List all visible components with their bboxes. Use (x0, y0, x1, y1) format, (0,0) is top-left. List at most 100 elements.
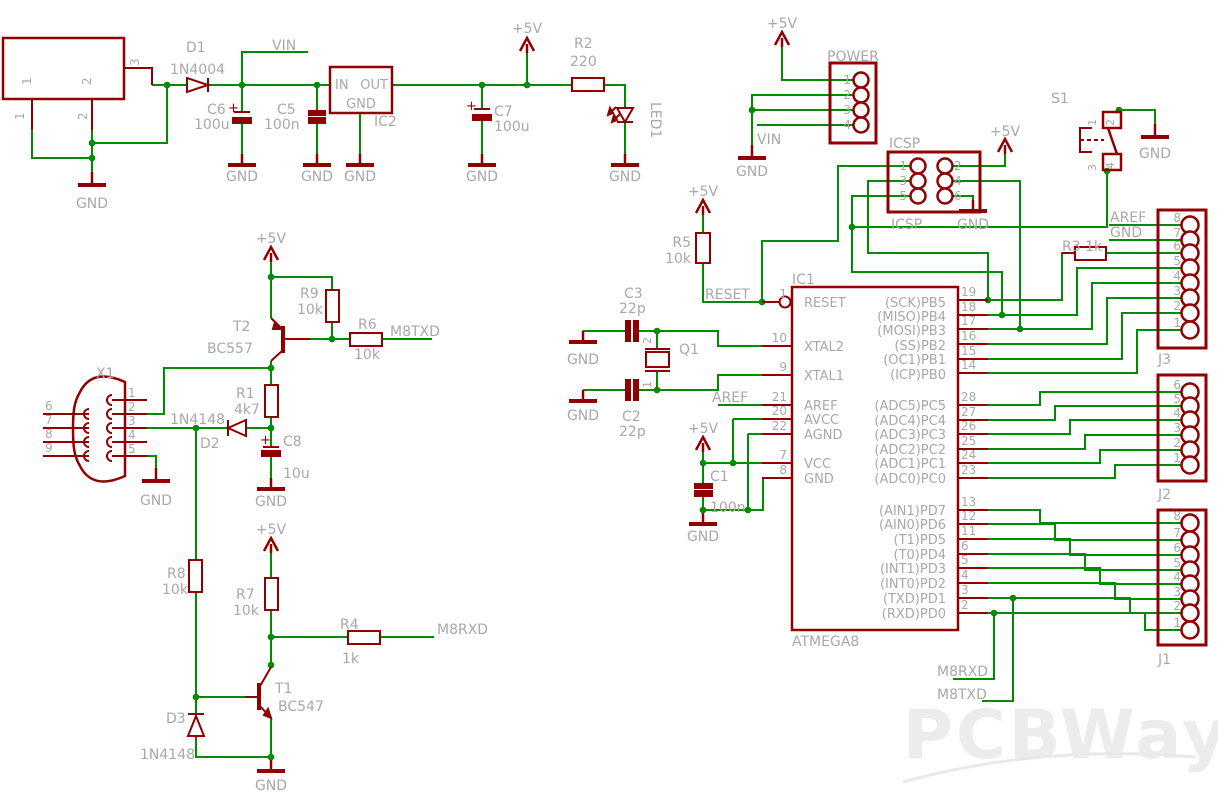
plus5v-symbols (262, 29, 1014, 553)
watermark-text: PCBWay (903, 696, 1218, 775)
ic1-num-16: 16 (961, 329, 976, 343)
r3-label: R3 1k (1062, 239, 1103, 255)
t2-value: BC557 (207, 341, 253, 357)
gnd-symbol (346, 154, 374, 167)
watermark-swoosh (902, 752, 1197, 784)
icsp-pin2: 2 (954, 159, 962, 173)
ic1-pin-pc5: (ADC5)PC5 (874, 399, 946, 414)
r6-value: 10k (354, 347, 381, 363)
capacitor-c2 (625, 379, 639, 401)
j2-num-1: 1 (1173, 451, 1181, 465)
r2-name: R2 (574, 36, 593, 52)
ic1-pin-aref: AREF (804, 399, 838, 414)
capacitor-c6 (232, 111, 252, 124)
ic1-pin-agnd: AGND (804, 428, 842, 443)
r9-value: 10k (297, 302, 324, 318)
gnd-label-x1: GND (140, 493, 172, 509)
ic1-pin-xtal1: XTAL1 (804, 369, 844, 384)
c8-plus: + (260, 433, 271, 448)
q1-name: Q1 (679, 342, 699, 358)
ic1-pin-pd7: (AIN1)PD7 (879, 504, 946, 519)
plus5v-label-rail: +5V (512, 21, 543, 37)
r8-name: R8 (167, 566, 186, 582)
plus5v-symbol (773, 29, 791, 47)
c1-value: 100n (710, 500, 746, 516)
s1-pin2: 2 (1104, 119, 1117, 126)
resistor-r7 (264, 577, 279, 611)
ic1-num-9: 9 (779, 360, 787, 374)
gnd-symbol (569, 390, 597, 403)
x1-name: X1 (96, 366, 115, 382)
ic1-pin-pb4: (MISO)PB4 (877, 310, 946, 325)
connector-j2 (1156, 373, 1208, 483)
j1-name: J1 (1157, 652, 1171, 668)
transistor-t2 (270, 317, 310, 362)
plus5v-symbol (694, 197, 712, 215)
mcu-ic1 (762, 285, 988, 632)
m8rxd-net-label-ic: M8RXD (937, 664, 988, 680)
c6-plus: + (228, 101, 239, 116)
gnd-label-c6: GND (226, 169, 258, 185)
ic2-pin-out: OUT (360, 78, 388, 93)
j1-num-8: 8 (1173, 509, 1181, 523)
m8txd-net-label-ic: M8TXD (937, 687, 987, 703)
icsp-pin3: 3 (899, 174, 907, 188)
ic1-num-24: 24 (961, 448, 976, 462)
capacitor-c5 (308, 110, 326, 124)
plus5v-label-icsp: +5V (990, 124, 1021, 140)
vin-net-label-power: VIN (757, 132, 781, 148)
d1-name: D1 (186, 40, 206, 56)
gnd-symbol (1141, 124, 1169, 139)
reset-net-label: RESET (705, 287, 750, 303)
c1-name: C1 (710, 469, 729, 485)
plus5v-label-t1: +5V (256, 522, 287, 538)
plus5v-symbol (262, 244, 280, 262)
ic1-num-13: 13 (961, 495, 976, 509)
switch-s1 (1079, 110, 1123, 172)
capacitor-c3 (625, 320, 639, 342)
gnd-label-s1: GND (1139, 146, 1171, 162)
ic1-pin-pd0: (RXD)PD0 (882, 607, 946, 622)
gnd-label-c2: GND (567, 408, 599, 424)
j3-num-4: 4 (1173, 269, 1181, 283)
ic1-pin-pc0: (ADC0)PC0 (874, 472, 946, 487)
diode-d2 (225, 418, 247, 438)
ic1-pin-reset: RESET (804, 296, 846, 311)
x1-num-8: 8 (45, 427, 53, 441)
s1-pin4: 4 (1104, 162, 1117, 169)
j1-num-7: 7 (1173, 526, 1181, 540)
diode-d1 (186, 76, 212, 94)
gnd-label-power: GND (736, 164, 768, 180)
gnd-symbol (257, 760, 285, 773)
ic1-pin-pd1: (TXD)PD1 (883, 592, 946, 607)
ic1-num-4: 4 (961, 568, 969, 582)
ic1-num-12: 12 (961, 509, 976, 523)
vin-net-label-top: VIN (272, 38, 296, 54)
jack-pin3-number: 3 (128, 58, 142, 66)
j3-name: J3 (1157, 352, 1171, 368)
gnd-label-jack: GND (76, 196, 108, 212)
gnd-symbol (303, 154, 331, 167)
crystal-q1 (645, 348, 670, 372)
gnd-symbol (257, 478, 285, 491)
j1-num-6: 6 (1173, 541, 1181, 555)
j3-num-7: 7 (1173, 226, 1181, 240)
regulator-ic2 (328, 65, 394, 115)
c8-name: C8 (283, 434, 302, 450)
ic1-num-14: 14 (961, 358, 976, 372)
power-pin1: 1 (843, 73, 851, 87)
c8-value: 10u (283, 466, 310, 482)
ic1-pin-pb5: (SCK)PB5 (885, 296, 946, 311)
c6-value: 100u (194, 117, 230, 133)
led-led1 (606, 105, 635, 125)
gnd-label-icsp: GND (957, 217, 989, 233)
icsp-pin6: 6 (954, 189, 962, 203)
aref-net-label-j3: AREF (1110, 210, 1146, 226)
x1-num-5: 5 (128, 442, 136, 456)
ic2-pin-in: IN (335, 78, 349, 93)
c7-plus: + (466, 99, 477, 114)
q1-pin1: 1 (641, 381, 654, 388)
ic1-num-26: 26 (961, 419, 976, 433)
r8-value: 10k (162, 582, 189, 598)
d1-value: 1N4004 (170, 62, 225, 78)
